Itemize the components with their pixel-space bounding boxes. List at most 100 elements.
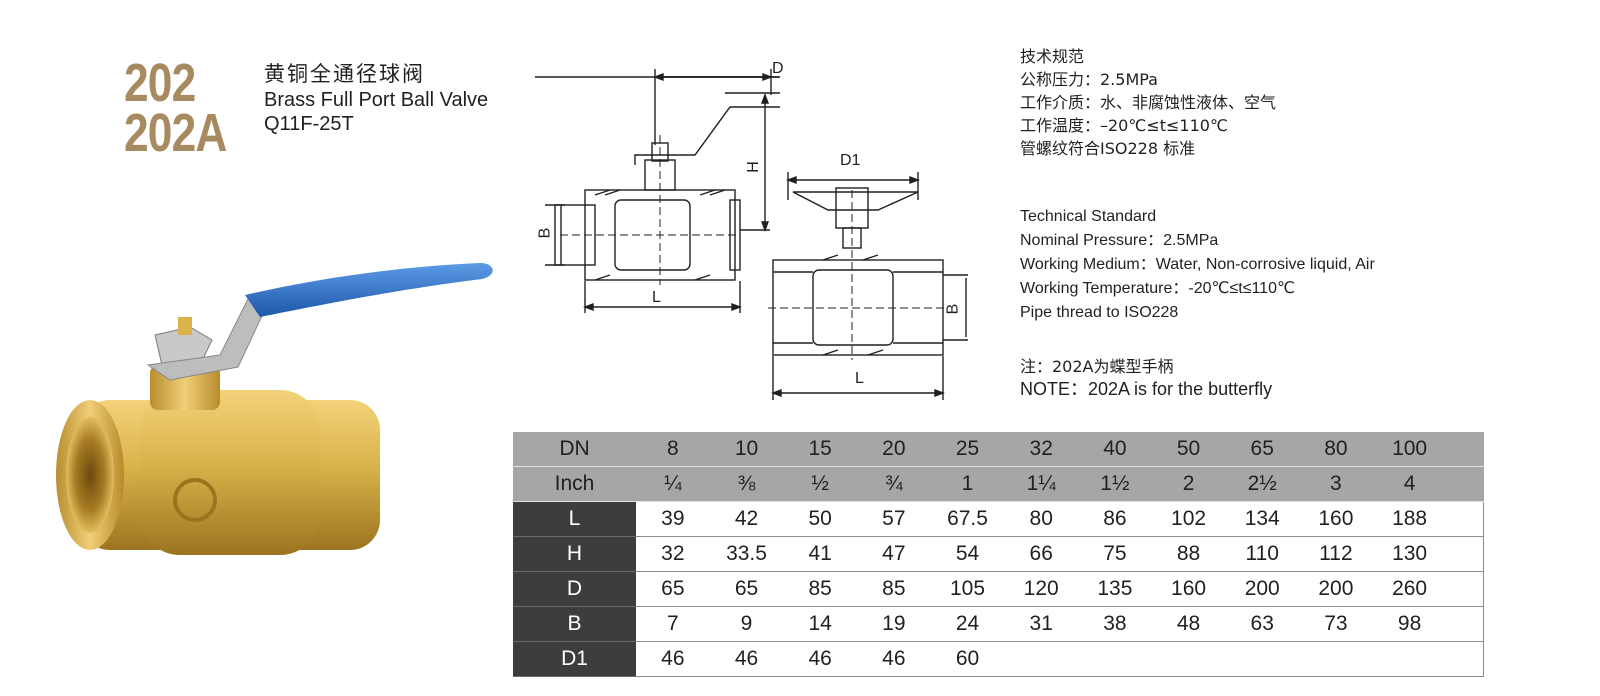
table-cell: 40 xyxy=(1078,432,1152,467)
table-cell: 20 xyxy=(857,432,931,467)
table-cell: 112 xyxy=(1299,536,1373,572)
spec-en-thread: Pipe thread to ISO228 xyxy=(1020,304,1179,321)
table-cell: 19 xyxy=(857,606,931,642)
table-cell: 25 xyxy=(930,432,1005,467)
table-cell: 42 xyxy=(709,501,784,537)
table-cell: 46 xyxy=(709,641,784,677)
table-cell: 105 xyxy=(930,571,1005,607)
table-cell: 200 xyxy=(1299,571,1373,607)
table-cell: 120 xyxy=(1004,571,1079,607)
table-cell: 1¼ xyxy=(1004,466,1079,502)
spec-chinese: 技术规范 公称压力：2.5MPa 工作介质：水、非腐蚀性液体、空气 工作温度：–… xyxy=(1020,45,1276,160)
table-cell: 47 xyxy=(857,536,931,572)
product-code: Q11F-25T xyxy=(264,113,354,135)
dim-label-d1: D1 xyxy=(840,152,861,169)
table-cell-spacer xyxy=(1446,606,1484,642)
table-cell: 73 xyxy=(1299,606,1373,642)
table-cell: 85 xyxy=(857,571,931,607)
table-cell: 63 xyxy=(1225,606,1300,642)
spec-english: Technical Standard Nominal Pressure：2.5M… xyxy=(1020,205,1375,325)
row-label: H xyxy=(513,536,636,572)
row-label: Inch xyxy=(513,466,636,502)
table-cell: 65 xyxy=(636,571,710,607)
spec-en-pressure: Nominal Pressure：2.5MPa xyxy=(1020,232,1219,249)
table-cell: 260 xyxy=(1372,571,1447,607)
table-cell-spacer xyxy=(1446,466,1484,502)
table-cell: 85 xyxy=(783,571,858,607)
table-cell: 32 xyxy=(1004,432,1079,467)
table-cell: 200 xyxy=(1225,571,1300,607)
note-cn: 注：202A为蝶型手柄 xyxy=(1020,357,1174,376)
table-cell: 14 xyxy=(783,606,858,642)
table-cell-spacer xyxy=(1446,641,1484,677)
table-cell: 39 xyxy=(636,501,710,537)
table-cell: ¼ xyxy=(636,466,710,502)
row-label: B xyxy=(513,606,636,642)
table-cell-spacer xyxy=(1446,432,1484,467)
model-secondary: 202A xyxy=(124,103,227,163)
table-cell xyxy=(1299,641,1373,677)
table-cell: 31 xyxy=(1004,606,1079,642)
spec-en-temperature: Working Temperature：-20℃≤t≤110℃ xyxy=(1020,280,1295,297)
model-primary: 202 xyxy=(124,53,196,113)
table-cell: 9 xyxy=(709,606,784,642)
note-en: NOTE：202A is for the butterfly xyxy=(1020,379,1273,399)
table-cell: 80 xyxy=(1004,501,1079,537)
table-cell: 100 xyxy=(1372,432,1447,467)
dim-label-l2: L xyxy=(855,370,864,387)
table-cell: 57 xyxy=(857,501,931,537)
table-cell: 3 xyxy=(1299,466,1373,502)
row-label: D xyxy=(513,571,636,607)
dim-label-b2: B xyxy=(944,303,962,315)
table-cell: 7 xyxy=(636,606,710,642)
table-cell: 88 xyxy=(1151,536,1226,572)
table-cell: 1½ xyxy=(1078,466,1152,502)
spec-en-medium: Working Medium：Water, Non-corrosive liqu… xyxy=(1020,256,1375,273)
table-cell: 160 xyxy=(1151,571,1226,607)
dim-label-b: B xyxy=(536,227,554,239)
table-cell: 32 xyxy=(636,536,710,572)
spec-cn-medium: 工作介质：水、非腐蚀性液体、空气 xyxy=(1020,93,1277,112)
table-cell: 46 xyxy=(636,641,710,677)
table-cell: 38 xyxy=(1078,606,1152,642)
technical-drawing-butterfly xyxy=(768,172,968,400)
table-cell xyxy=(1004,641,1079,677)
spec-cn-pressure: 公称压力：2.5MPa xyxy=(1020,70,1158,89)
row-label: L xyxy=(513,501,636,537)
spec-cn-temperature: 工作温度：–20℃≤t≤110℃ xyxy=(1020,116,1228,135)
table-cell: 102 xyxy=(1151,501,1226,537)
dim-label-l: L xyxy=(652,289,661,306)
table-cell: 50 xyxy=(783,501,858,537)
table-cell-spacer xyxy=(1446,501,1484,537)
table-cell: 134 xyxy=(1225,501,1300,537)
table-cell: 50 xyxy=(1151,432,1226,467)
ball-valve-photo xyxy=(56,263,493,555)
title-chinese: 黄铜全通径球阀 xyxy=(264,62,425,86)
table-cell: 98 xyxy=(1372,606,1447,642)
title-english: Brass Full Port Ball Valve xyxy=(264,89,489,111)
spec-cn-thread: 管螺纹符合ISO228 标准 xyxy=(1020,139,1196,158)
table-cell: 75 xyxy=(1078,536,1152,572)
table-cell: 130 xyxy=(1372,536,1447,572)
dim-label-d: D xyxy=(772,60,784,77)
table-cell: 66 xyxy=(1004,536,1079,572)
dim-label-h: H xyxy=(744,161,762,173)
table-cell: 48 xyxy=(1151,606,1226,642)
table-cell: 54 xyxy=(930,536,1005,572)
table-cell: 60 xyxy=(930,641,1005,677)
table-cell: 1 xyxy=(930,466,1005,502)
table-cell xyxy=(1078,641,1152,677)
table-cell xyxy=(1225,641,1300,677)
note-block: 注：202A为蝶型手柄 NOTE：202A is for the butterf… xyxy=(1020,355,1272,401)
table-cell: 188 xyxy=(1372,501,1447,537)
table-cell: 67.5 xyxy=(930,501,1005,537)
table-cell: 15 xyxy=(783,432,858,467)
table-cell: 33.5 xyxy=(709,536,784,572)
row-label: DN xyxy=(513,432,636,467)
